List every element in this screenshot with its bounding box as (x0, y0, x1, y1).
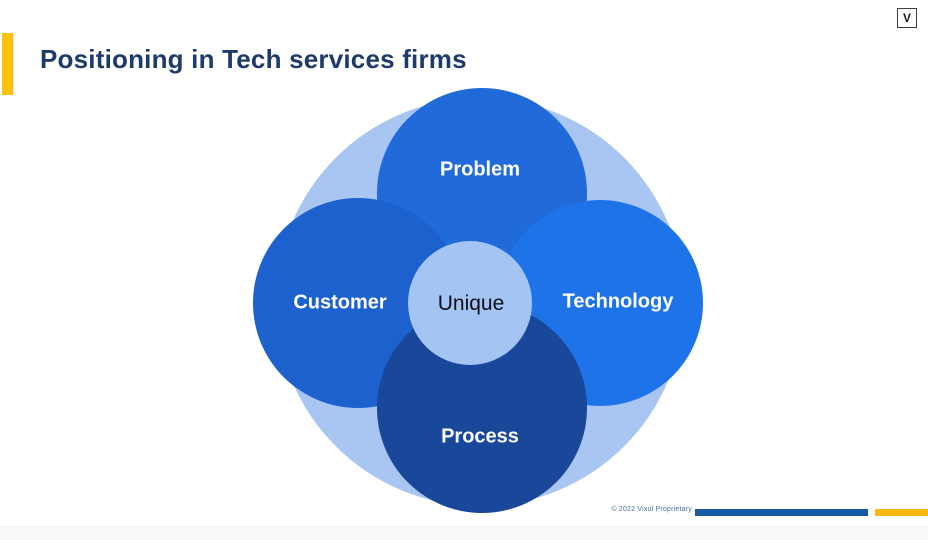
footer-yellow-bar (875, 509, 928, 516)
footer-blue-bar (695, 509, 868, 516)
title-accent-bar (2, 33, 13, 95)
unique-label: Unique (437, 292, 505, 315)
copyright-text: © 2022 Vixul Proprietary (611, 506, 692, 513)
bottom-strip (0, 526, 928, 540)
problem-label: Problem (439, 158, 521, 181)
technology-label: Technology (562, 290, 674, 313)
logo-letter: V (902, 11, 911, 25)
customer-label: Customer (293, 291, 387, 314)
process-label: Process (441, 425, 519, 448)
unique-circle (408, 241, 532, 365)
vixul-logo: V (897, 8, 917, 28)
page-title: Positioning in Tech services firms (40, 44, 467, 74)
